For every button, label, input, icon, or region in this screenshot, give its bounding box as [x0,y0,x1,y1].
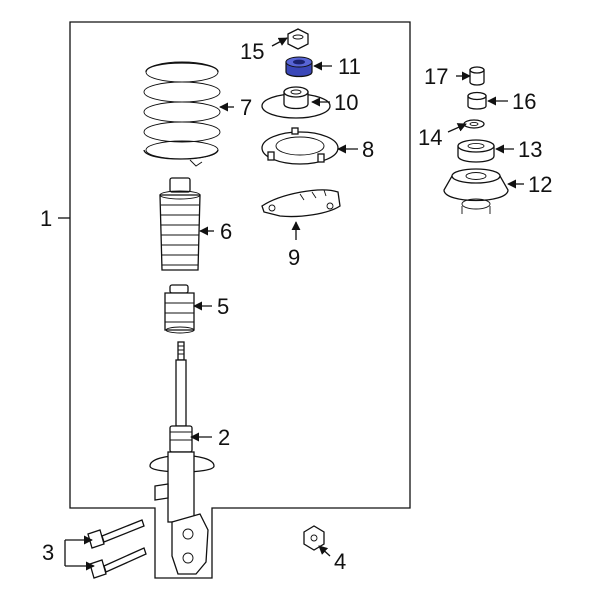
callout-1: 1 [40,206,52,231]
callout-11: 11 [338,54,361,79]
callout-8: 8 [362,137,374,162]
dust-boot [159,177,201,271]
strut [149,341,215,575]
callout-12: 12 [528,172,552,197]
callout-16: 16 [512,89,536,114]
callout-6: 6 [220,219,232,244]
callout-15: 15 [240,39,264,64]
bushing-17 [469,66,485,86]
lower-nut [303,525,325,551]
highlighted-bushing [285,56,313,78]
bump-stop [164,284,195,334]
callout-9: 9 [288,245,300,270]
top-nut [287,28,309,50]
bolts [87,519,147,579]
nut-16 [467,91,487,110]
callout-4: 4 [334,549,346,574]
callout-14: 14 [418,125,442,150]
callout-3: 3 [42,540,54,565]
strut-mount-12 [443,168,509,214]
callout-17: 17 [424,64,448,89]
assembly-outline [69,21,411,579]
washer-14 [463,119,485,129]
coil-spring [143,61,221,167]
callout-13: 13 [518,137,542,162]
callout-10: 10 [334,90,358,115]
callout-5: 5 [217,294,229,319]
lower-insulator [261,189,341,218]
callout-2: 2 [218,425,230,450]
leader-lines [58,37,524,571]
spring-insulator [261,127,339,165]
bearing-13 [457,139,495,163]
callout-7: 7 [240,95,252,120]
